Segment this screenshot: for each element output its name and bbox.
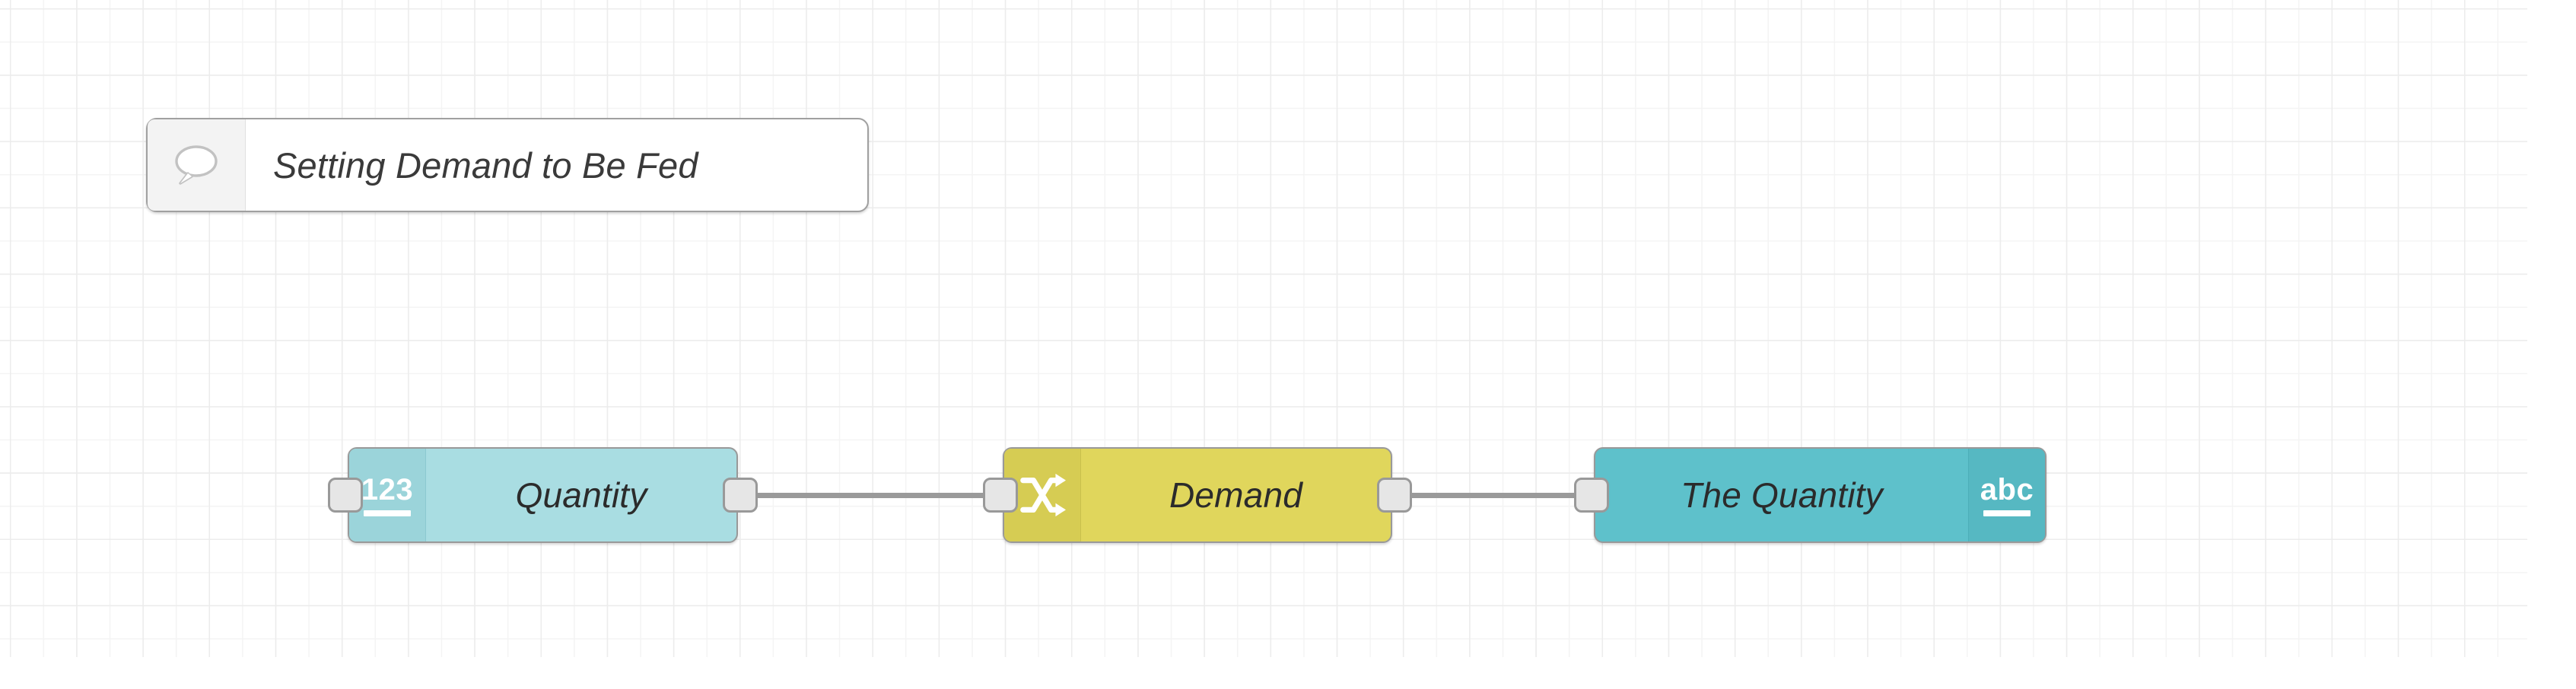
node-the-quantity-icon-panel: abc: [1968, 449, 2045, 541]
node-quantity-output-port[interactable]: [723, 478, 758, 513]
wire-demand-to-the-quantity[interactable]: [1386, 493, 1604, 498]
node-the-quantity-label: The Quantity: [1681, 475, 1883, 515]
comment-icon-panel: [148, 119, 246, 211]
abc-icon-glyph: abc: [1980, 472, 2034, 506]
node-demand-icon-panel: [1004, 449, 1081, 541]
comment-text: Setting Demand to Be Fed: [273, 144, 698, 186]
123-icon-glyph: 123: [361, 472, 414, 506]
node-quantity-label: Quantity: [515, 475, 647, 515]
canvas-grid: [0, 0, 2527, 657]
comment-node[interactable]: Setting Demand to Be Fed: [146, 118, 869, 212]
node-quantity[interactable]: 123 Quantity: [328, 447, 758, 543]
comment-bubble-icon: [175, 145, 218, 185]
node-demand-input-port[interactable]: [983, 478, 1018, 513]
node-quantity-input-port[interactable]: [328, 478, 363, 513]
shuffle-change-icon: [1020, 473, 1066, 517]
123-icon: 123: [361, 475, 413, 516]
abc-icon: abc: [1980, 475, 2034, 516]
123-icon-underline: [364, 510, 411, 516]
wire-quantity-to-demand[interactable]: [732, 493, 1013, 498]
node-demand[interactable]: Demand: [983, 447, 1412, 543]
node-demand-label: Demand: [1169, 475, 1303, 515]
node-the-quantity[interactable]: The Quantity abc: [1574, 447, 2046, 543]
node-the-quantity-input-port[interactable]: [1574, 478, 1609, 513]
node-demand-output-port[interactable]: [1377, 478, 1412, 513]
abc-icon-underline: [1983, 510, 2031, 516]
